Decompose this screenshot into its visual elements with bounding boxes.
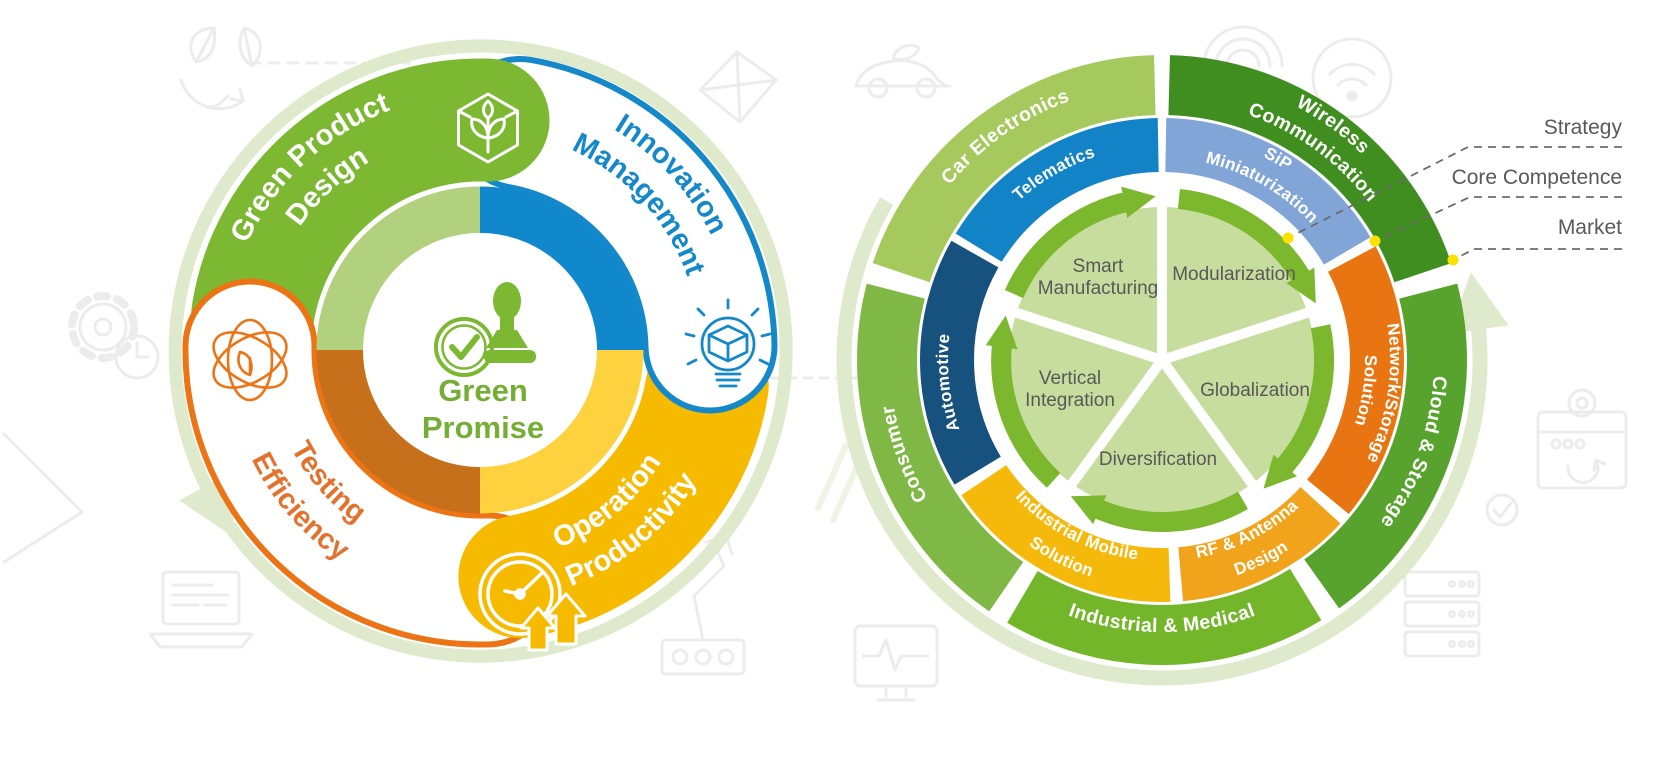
label-smart: Smart: [1073, 256, 1124, 277]
segment-innovation-management: [458, 62, 772, 408]
market-car-electronics: [872, 55, 1156, 283]
label-integration: Integration: [1025, 390, 1115, 411]
cycle-arrow: [1070, 491, 1248, 532]
legend-label-strategy: Strategy: [1544, 116, 1623, 139]
recycle-leaves-icon: [179, 26, 262, 111]
legend-leader-lines: [1287, 146, 1622, 261]
label-vertical: Vertical: [1039, 368, 1101, 389]
green-promise-diagram: Green Promise: [168, 39, 793, 663]
innovation-lightbulb-icon: [684, 298, 772, 388]
stamp-approval-check-icon: [434, 282, 536, 377]
quadrant-bottom-left: [316, 349, 481, 514]
signal-waves-icon: [1202, 25, 1284, 68]
legend-label-core-competence: Core Competence: [1452, 166, 1622, 189]
strategy-spokes: [987, 178, 1337, 511]
cycle-arrow: [1263, 324, 1335, 489]
core-telematics: [955, 118, 1160, 263]
strategy-arrow-ring: [985, 186, 1335, 532]
eco-product-box-icon: [457, 92, 519, 164]
center-hub: [363, 233, 597, 467]
core-sip-miniaturization: [1164, 118, 1371, 266]
ecg-monitor-icon: [853, 624, 939, 702]
cycle-arrow: [985, 315, 1061, 488]
wheel-swoosh-arrow: [836, 197, 1509, 686]
legend-dot-core-competence: [1369, 235, 1381, 247]
eco-car-icon: [854, 43, 952, 99]
strategy-wheel-diagram: Car Electronics Wireless Communication C…: [836, 55, 1623, 686]
wifi-icon: [1311, 37, 1393, 119]
cycle-swoosh-arrow: [168, 39, 793, 663]
clock-productivity-icon: [478, 552, 587, 652]
server-stack-icon: [1403, 570, 1481, 658]
legend-line-strategy: [1287, 146, 1622, 239]
cycle-arrow: [1004, 186, 1156, 299]
legend-line-market: [1452, 248, 1622, 261]
core-network-storage: [1306, 246, 1404, 514]
market-consumer: [857, 283, 1024, 612]
label-manufacturing: Manufacturing: [1038, 278, 1158, 299]
label-diversification: Diversification: [1099, 449, 1217, 470]
quadrant-bottom-right: [479, 349, 644, 514]
center-label-line2: Promise: [422, 410, 544, 445]
center-label-line1: Green: [438, 373, 528, 408]
check-badge-icon: [1485, 493, 1519, 527]
atom-leaf-icon: [212, 318, 288, 402]
market-industrial-medical: [1007, 568, 1322, 665]
market-wireless-communication: [1168, 55, 1452, 283]
laptop-code-icon: [148, 570, 254, 649]
polyhedron-icon: [698, 50, 778, 124]
legend-dot-market: [1447, 254, 1459, 266]
core-automotive: [920, 240, 1002, 485]
legend-dot-strategy: [1282, 232, 1294, 244]
core-competence-ring: [920, 118, 1404, 602]
legend-label-market: Market: [1558, 216, 1622, 239]
set-square-icon: [2, 432, 84, 564]
wheel-legend: Strategy Core Competence Market: [1282, 116, 1623, 266]
market-cloud-storage: [1303, 283, 1467, 609]
quadrant-top-right: [479, 186, 644, 351]
gear-clock-icon: [68, 292, 160, 380]
quadrant-top-left: [316, 186, 481, 351]
cycle-arrow: [1177, 188, 1316, 304]
core-industrial-mobile: [961, 464, 1171, 602]
label-modularization: Modularization: [1172, 264, 1296, 285]
market-ring: [857, 55, 1467, 665]
inner-quadrant-ring: [316, 186, 644, 514]
segment-operation-head: [458, 459, 696, 638]
segment-green-product-design: [191, 58, 550, 376]
core-rf-antenna: [1177, 486, 1341, 602]
browser-automation-icon: [1536, 388, 1628, 490]
label-globalization: Globalization: [1200, 380, 1310, 401]
